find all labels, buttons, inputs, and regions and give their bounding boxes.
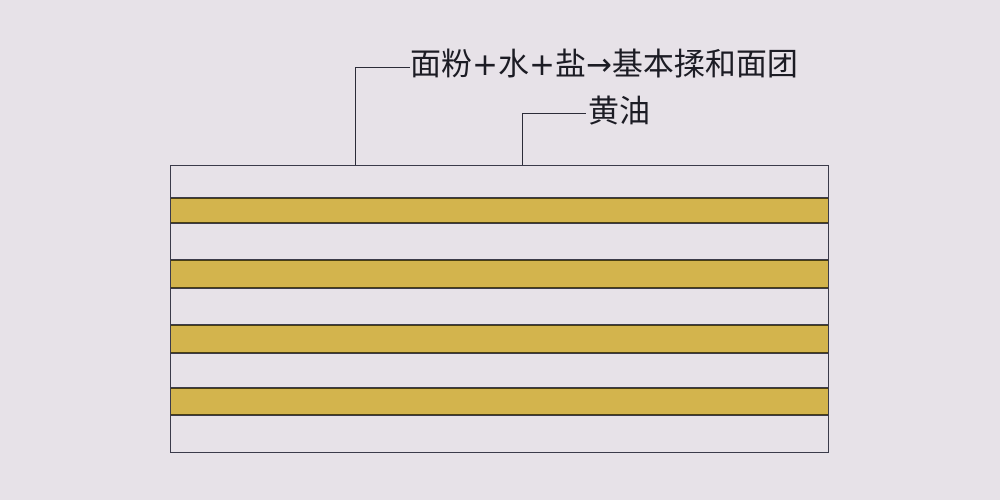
leader-dough-vertical <box>355 67 356 182</box>
leader-butter-vertical <box>522 113 523 212</box>
butter-layer-4 <box>170 388 829 415</box>
leader-dough-horizontal <box>355 67 410 68</box>
dough-layer-3 <box>170 288 829 325</box>
laminated-dough-block <box>170 165 829 453</box>
leader-butter-horizontal <box>522 113 586 114</box>
label-dough: 面粉+水+盐→基本揉和面团 <box>410 47 798 83</box>
butter-layer-1 <box>170 198 829 223</box>
butter-layer-3 <box>170 325 829 353</box>
butter-layer-2 <box>170 260 829 288</box>
dough-layer-5 <box>170 415 829 453</box>
dough-layer-4 <box>170 353 829 388</box>
dough-layer-2 <box>170 223 829 260</box>
dough-layer-1 <box>170 165 829 198</box>
label-butter: 黄油 <box>588 94 650 130</box>
